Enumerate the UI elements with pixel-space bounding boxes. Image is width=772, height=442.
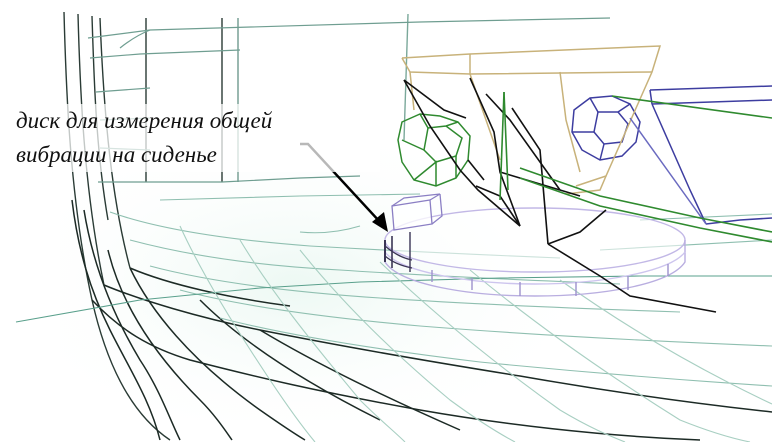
seat-cushion-grid (15, 193, 772, 387)
annotation-line-2: вибрации на сиденье (16, 142, 217, 167)
annotation-line-1: диск для измерения общей (16, 108, 273, 133)
blue-node-right (571, 95, 641, 161)
dark-linkage (403, 77, 717, 313)
sensor-cube (391, 193, 443, 231)
annotation-label: диск для измерения общей вибрации на сид… (12, 104, 380, 172)
green-node-left (397, 113, 471, 187)
seat-disc (384, 207, 686, 297)
seat-cushion-verticals (179, 225, 772, 442)
seat-cushion-mesh (71, 199, 772, 441)
green-rods (499, 91, 772, 243)
blue-frame (629, 85, 772, 225)
